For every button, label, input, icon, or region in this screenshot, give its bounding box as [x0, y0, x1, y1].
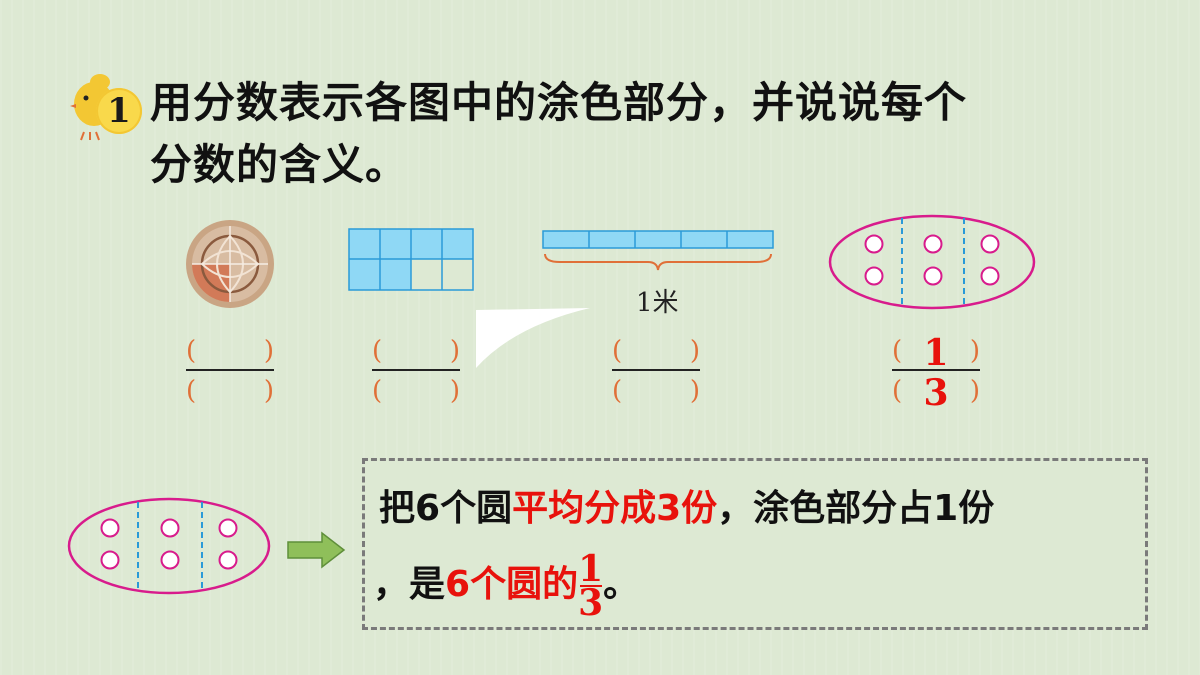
fraction-bar	[372, 369, 460, 371]
fraction-bar	[186, 369, 274, 371]
highlight-average-split: 平均分成3份	[512, 488, 718, 529]
problem-number: 1	[96, 88, 142, 134]
denominator: 3	[923, 372, 949, 414]
title-line-2: 分数的含义。	[150, 140, 409, 189]
rope-length-label: 1米	[636, 288, 679, 318]
ellipse-figure	[828, 214, 1036, 310]
problem-title: 用分数表示各图中的涂色部分，并说说每个 分数的含义。	[150, 72, 1170, 196]
grid-figure	[348, 228, 474, 291]
highlight-six-circles: 6个圆的	[445, 564, 579, 605]
fraction-blank-4[interactable]: ( ) 1 ( ) 3	[886, 332, 986, 414]
callout-wedge	[476, 308, 590, 368]
fraction-bar	[892, 369, 980, 371]
fraction-blank-3[interactable]: ( ) ( )	[612, 336, 700, 406]
problem-badge: 1	[70, 68, 154, 144]
circle-shaded	[864, 234, 884, 254]
title-line-1: 用分数表示各图中的涂色部分，并说说每个	[150, 78, 968, 127]
fraction-blank-1[interactable]: ( ) ( )	[186, 336, 274, 406]
mooncake-figure	[186, 220, 274, 308]
fraction-blank-2[interactable]: ( ) ( )	[372, 336, 460, 406]
rope-figure	[542, 230, 774, 271]
explanation-line-1: 把6个圆平均分成3份，涂色部分占1份	[379, 488, 995, 529]
fraction-bar	[612, 369, 700, 371]
ellipse-figure-small	[67, 497, 271, 595]
right-arrow-icon	[287, 531, 346, 569]
numerator: 1	[923, 332, 949, 374]
